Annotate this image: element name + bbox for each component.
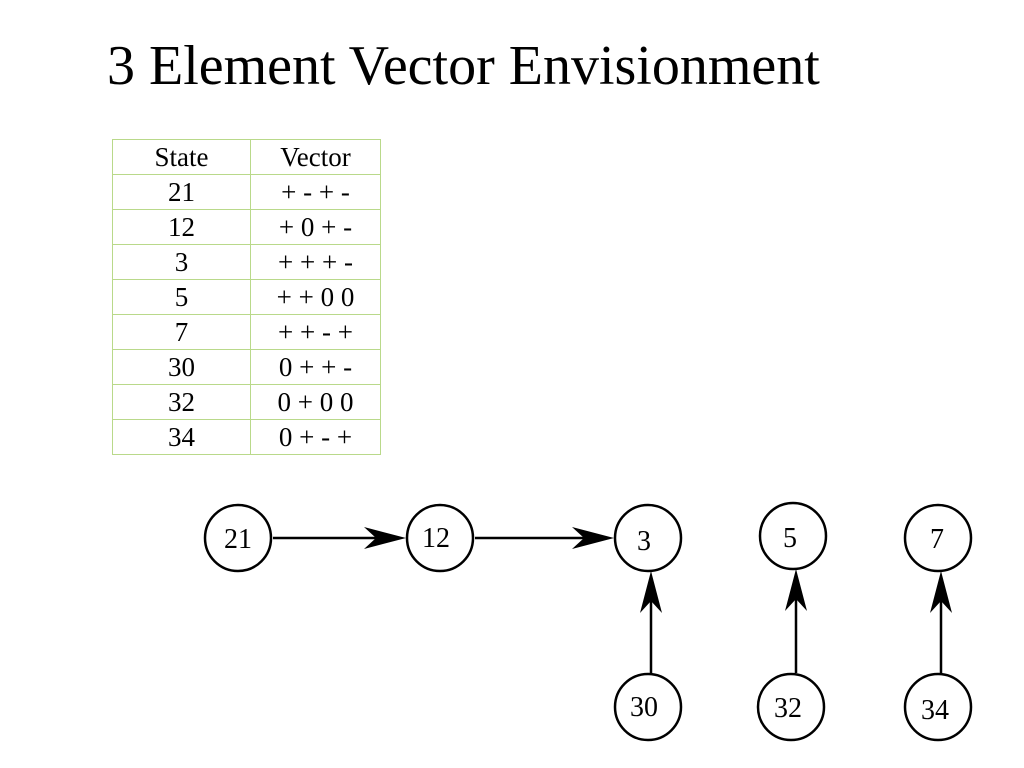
arrowhead-icon xyxy=(785,569,807,611)
state-vector-table: State Vector 21 + - + - 12 + 0 + - 3 + +… xyxy=(112,139,381,455)
edge-30-to-3 xyxy=(640,571,662,673)
edge-21-to-12 xyxy=(273,527,406,549)
state-cell: 5 xyxy=(112,279,251,315)
table-row: 3 + + + - xyxy=(112,244,381,280)
edge-32-to-5 xyxy=(785,569,807,673)
header-state: State xyxy=(112,139,251,175)
table-row: 30 0 + + - xyxy=(112,349,381,385)
state-cell: 12 xyxy=(112,209,251,245)
table-row: 34 0 + - + xyxy=(112,419,381,455)
node-5: 5 xyxy=(758,501,828,571)
node-30: 30 xyxy=(613,672,683,742)
node-label: 7 xyxy=(930,524,944,555)
node-label: 21 xyxy=(224,524,252,555)
node-12: 12 xyxy=(405,503,475,573)
node-3: 3 xyxy=(613,503,683,573)
node-label: 3 xyxy=(637,526,651,557)
vector-cell: 0 + - + xyxy=(250,419,381,455)
vector-cell: + + 0 0 xyxy=(250,279,381,315)
vector-cell: 0 + 0 0 xyxy=(250,384,381,420)
state-cell: 32 xyxy=(112,384,251,420)
vector-cell: + + - + xyxy=(250,314,381,350)
state-cell: 34 xyxy=(112,419,251,455)
table-row: 21 + - + - xyxy=(112,174,381,210)
node-label: 5 xyxy=(783,523,797,554)
node-label: 34 xyxy=(921,695,949,726)
edge-34-to-7 xyxy=(930,571,952,673)
arrowhead-icon xyxy=(640,571,662,613)
slide-title: 3 Element Vector Envisionment xyxy=(107,35,820,97)
table-row: 32 0 + 0 0 xyxy=(112,384,381,420)
node-34: 34 xyxy=(903,672,973,742)
table-row: 12 + 0 + - xyxy=(112,209,381,245)
node-7: 7 xyxy=(903,503,973,573)
table-row: 7 + + - + xyxy=(112,314,381,350)
vector-cell: + + + - xyxy=(250,244,381,280)
state-cell: 3 xyxy=(112,244,251,280)
vector-cell: + 0 + - xyxy=(250,209,381,245)
node-label: 32 xyxy=(774,693,802,724)
edge-12-to-3 xyxy=(475,527,614,549)
node-label: 12 xyxy=(422,523,450,554)
arrowhead-icon xyxy=(930,571,952,613)
state-cell: 30 xyxy=(112,349,251,385)
state-cell: 21 xyxy=(112,174,251,210)
vector-cell: + - + - xyxy=(250,174,381,210)
arrowhead-icon xyxy=(572,527,614,549)
arrowhead-icon xyxy=(364,527,406,549)
node-21: 21 xyxy=(203,503,273,573)
table-row: 5 + + 0 0 xyxy=(112,279,381,315)
vector-cell: 0 + + - xyxy=(250,349,381,385)
node-32: 32 xyxy=(756,672,826,742)
node-label: 30 xyxy=(630,692,658,723)
